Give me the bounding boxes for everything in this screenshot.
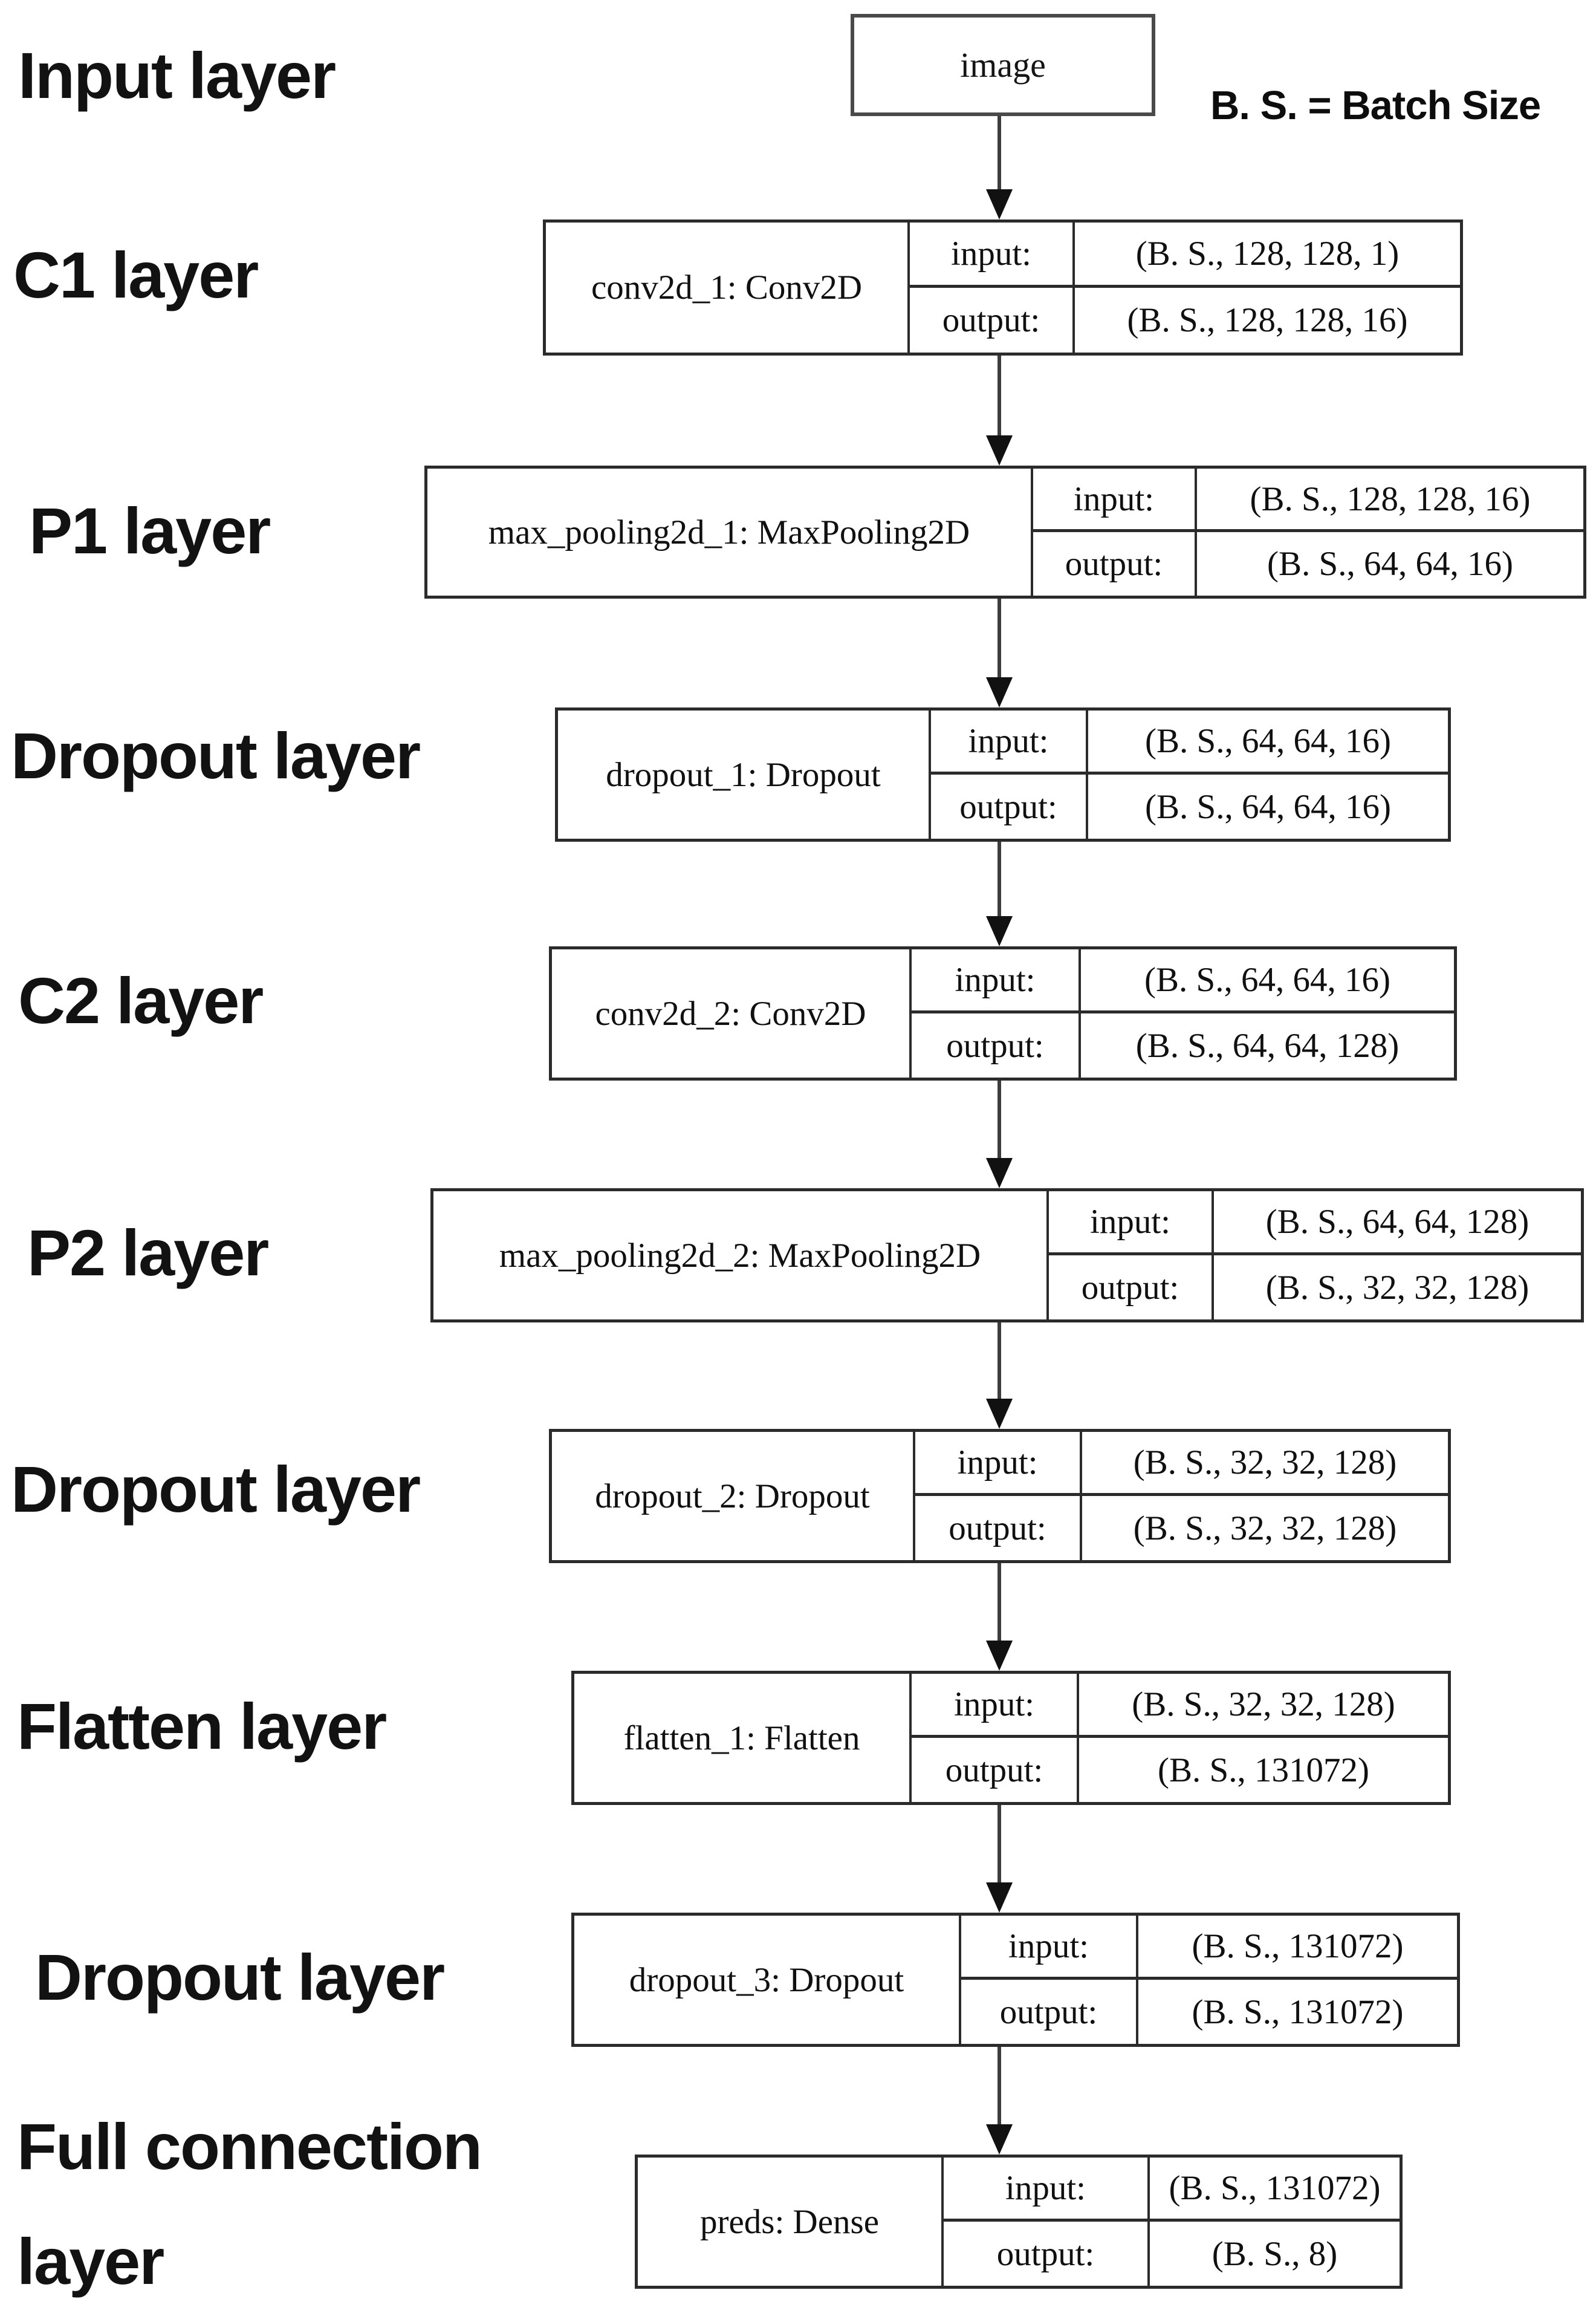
- output-label-cell: output:: [912, 1013, 1081, 1078]
- node-dropout-3: dropout_3: Dropout input: (B. S., 131072…: [571, 1913, 1460, 2047]
- node-dropout-2: dropout_2: Dropout input: (B. S., 32, 32…: [549, 1429, 1451, 1563]
- input-shape-cell: (B. S., 64, 64, 16): [1088, 711, 1448, 775]
- node-image-label: image: [960, 45, 1046, 85]
- flow-arrow: [986, 1805, 1013, 1913]
- layer-name-cell: conv2d_2: Conv2D: [552, 949, 912, 1078]
- layer-name-cell: flatten_1: Flatten: [574, 1674, 912, 1802]
- side-label-p2: P2 layer: [27, 1216, 269, 1289]
- layer-name-cell: max_pooling2d_1: MaxPooling2D: [427, 469, 1033, 596]
- flow-arrow: [986, 356, 1013, 466]
- side-label-p1: P1 layer: [29, 494, 271, 567]
- input-label-cell: input:: [931, 711, 1088, 775]
- input-label-cell: input:: [1049, 1191, 1214, 1255]
- node-conv2d-1: conv2d_1: Conv2D input: (B. S., 128, 128…: [543, 220, 1463, 356]
- layer-name-cell: dropout_1: Dropout: [558, 711, 931, 839]
- output-shape-cell: (B. S., 64, 64, 16): [1267, 545, 1513, 583]
- flow-arrow: [986, 1322, 1013, 1429]
- output-label-cell: output:: [944, 2222, 1150, 2286]
- input-shape-cell: (B. S., 64, 64, 128): [1214, 1191, 1581, 1255]
- input-label-cell: input:: [912, 1674, 1079, 1738]
- input-label-cell: input:: [912, 949, 1081, 1013]
- flow-arrow: [986, 116, 1013, 220]
- output-shape-cell: (B. S., 131072): [1158, 1751, 1369, 1789]
- output-shape-cell: (B. S., 64, 64, 16): [1145, 787, 1391, 826]
- side-label-dropout-1: Dropout layer: [11, 719, 421, 792]
- input-shape-cell: (B. S., 128, 128, 1): [1075, 223, 1460, 288]
- node-image: image: [851, 14, 1155, 116]
- layer-name-cell: dropout_3: Dropout: [574, 1916, 961, 2044]
- layer-name-cell: conv2d_1: Conv2D: [546, 223, 910, 353]
- output-shape-cell: (B. S., 128, 128, 16): [1127, 301, 1408, 339]
- output-label-cell: output:: [915, 1496, 1082, 1560]
- side-label-input: Input layer: [18, 39, 336, 112]
- input-label-cell: input:: [1033, 469, 1197, 532]
- flow-arrow: [986, 2047, 1013, 2155]
- flow-arrow: [986, 1563, 1013, 1671]
- output-shape-cell: (B. S., 131072): [1192, 1992, 1404, 2031]
- layer-name-cell: dropout_2: Dropout: [552, 1432, 915, 1560]
- input-shape-cell: (B. S., 131072): [1150, 2158, 1400, 2222]
- input-shape-cell: (B. S., 32, 32, 128): [1079, 1674, 1448, 1738]
- side-label-c1: C1 layer: [13, 238, 259, 311]
- flow-arrow: [986, 599, 1013, 707]
- node-flatten-1: flatten_1: Flatten input: (B. S., 32, 32…: [571, 1671, 1451, 1805]
- output-shape-cell: (B. S., 32, 32, 128): [1265, 1268, 1529, 1307]
- node-preds-dense: preds: Dense input: (B. S., 131072) outp…: [635, 2155, 1403, 2289]
- output-label-cell: output:: [961, 1980, 1138, 2044]
- node-max-pooling2d-2: max_pooling2d_2: MaxPooling2D input: (B.…: [430, 1188, 1584, 1322]
- node-max-pooling2d-1: max_pooling2d_1: MaxPooling2D input: (B.…: [424, 466, 1586, 599]
- side-label-flatten: Flatten layer: [17, 1690, 387, 1763]
- input-shape-cell: (B. S., 128, 128, 16): [1197, 469, 1583, 532]
- node-conv2d-2: conv2d_2: Conv2D input: (B. S., 64, 64, …: [549, 946, 1457, 1081]
- side-label-dropout-2: Dropout layer: [11, 1452, 421, 1526]
- batch-size-legend: B. S. = Batch Size: [1210, 83, 1541, 128]
- output-label-cell: output:: [910, 287, 1075, 353]
- node-dropout-1: dropout_1: Dropout input: (B. S., 64, 64…: [555, 707, 1451, 842]
- side-label-dropout-3: Dropout layer: [35, 1940, 445, 2014]
- layer-name-cell: preds: Dense: [638, 2158, 944, 2286]
- output-shape-cell: (B. S., 8): [1212, 2234, 1338, 2273]
- flow-arrow: [986, 1081, 1013, 1188]
- input-label-cell: input:: [944, 2158, 1150, 2222]
- output-label-cell: output:: [931, 775, 1088, 839]
- side-label-full-connection: Full connection layer: [17, 2110, 482, 2298]
- output-label-cell: output:: [1049, 1255, 1214, 1319]
- input-shape-cell: (B. S., 64, 64, 16): [1081, 949, 1454, 1013]
- flow-arrow: [986, 842, 1013, 946]
- input-shape-cell: (B. S., 131072): [1138, 1916, 1457, 1980]
- input-label-cell: input:: [915, 1432, 1082, 1496]
- output-label-cell: output:: [1033, 532, 1197, 596]
- layer-name-cell: max_pooling2d_2: MaxPooling2D: [433, 1191, 1049, 1319]
- input-label-cell: input:: [910, 223, 1075, 288]
- output-label-cell: output:: [912, 1738, 1079, 1802]
- output-shape-cell: (B. S., 32, 32, 128): [1133, 1509, 1397, 1547]
- output-shape-cell: (B. S., 64, 64, 128): [1135, 1026, 1400, 1065]
- side-label-c2: C2 layer: [18, 964, 264, 1037]
- input-shape-cell: (B. S., 32, 32, 128): [1082, 1432, 1448, 1496]
- input-label-cell: input:: [961, 1916, 1138, 1980]
